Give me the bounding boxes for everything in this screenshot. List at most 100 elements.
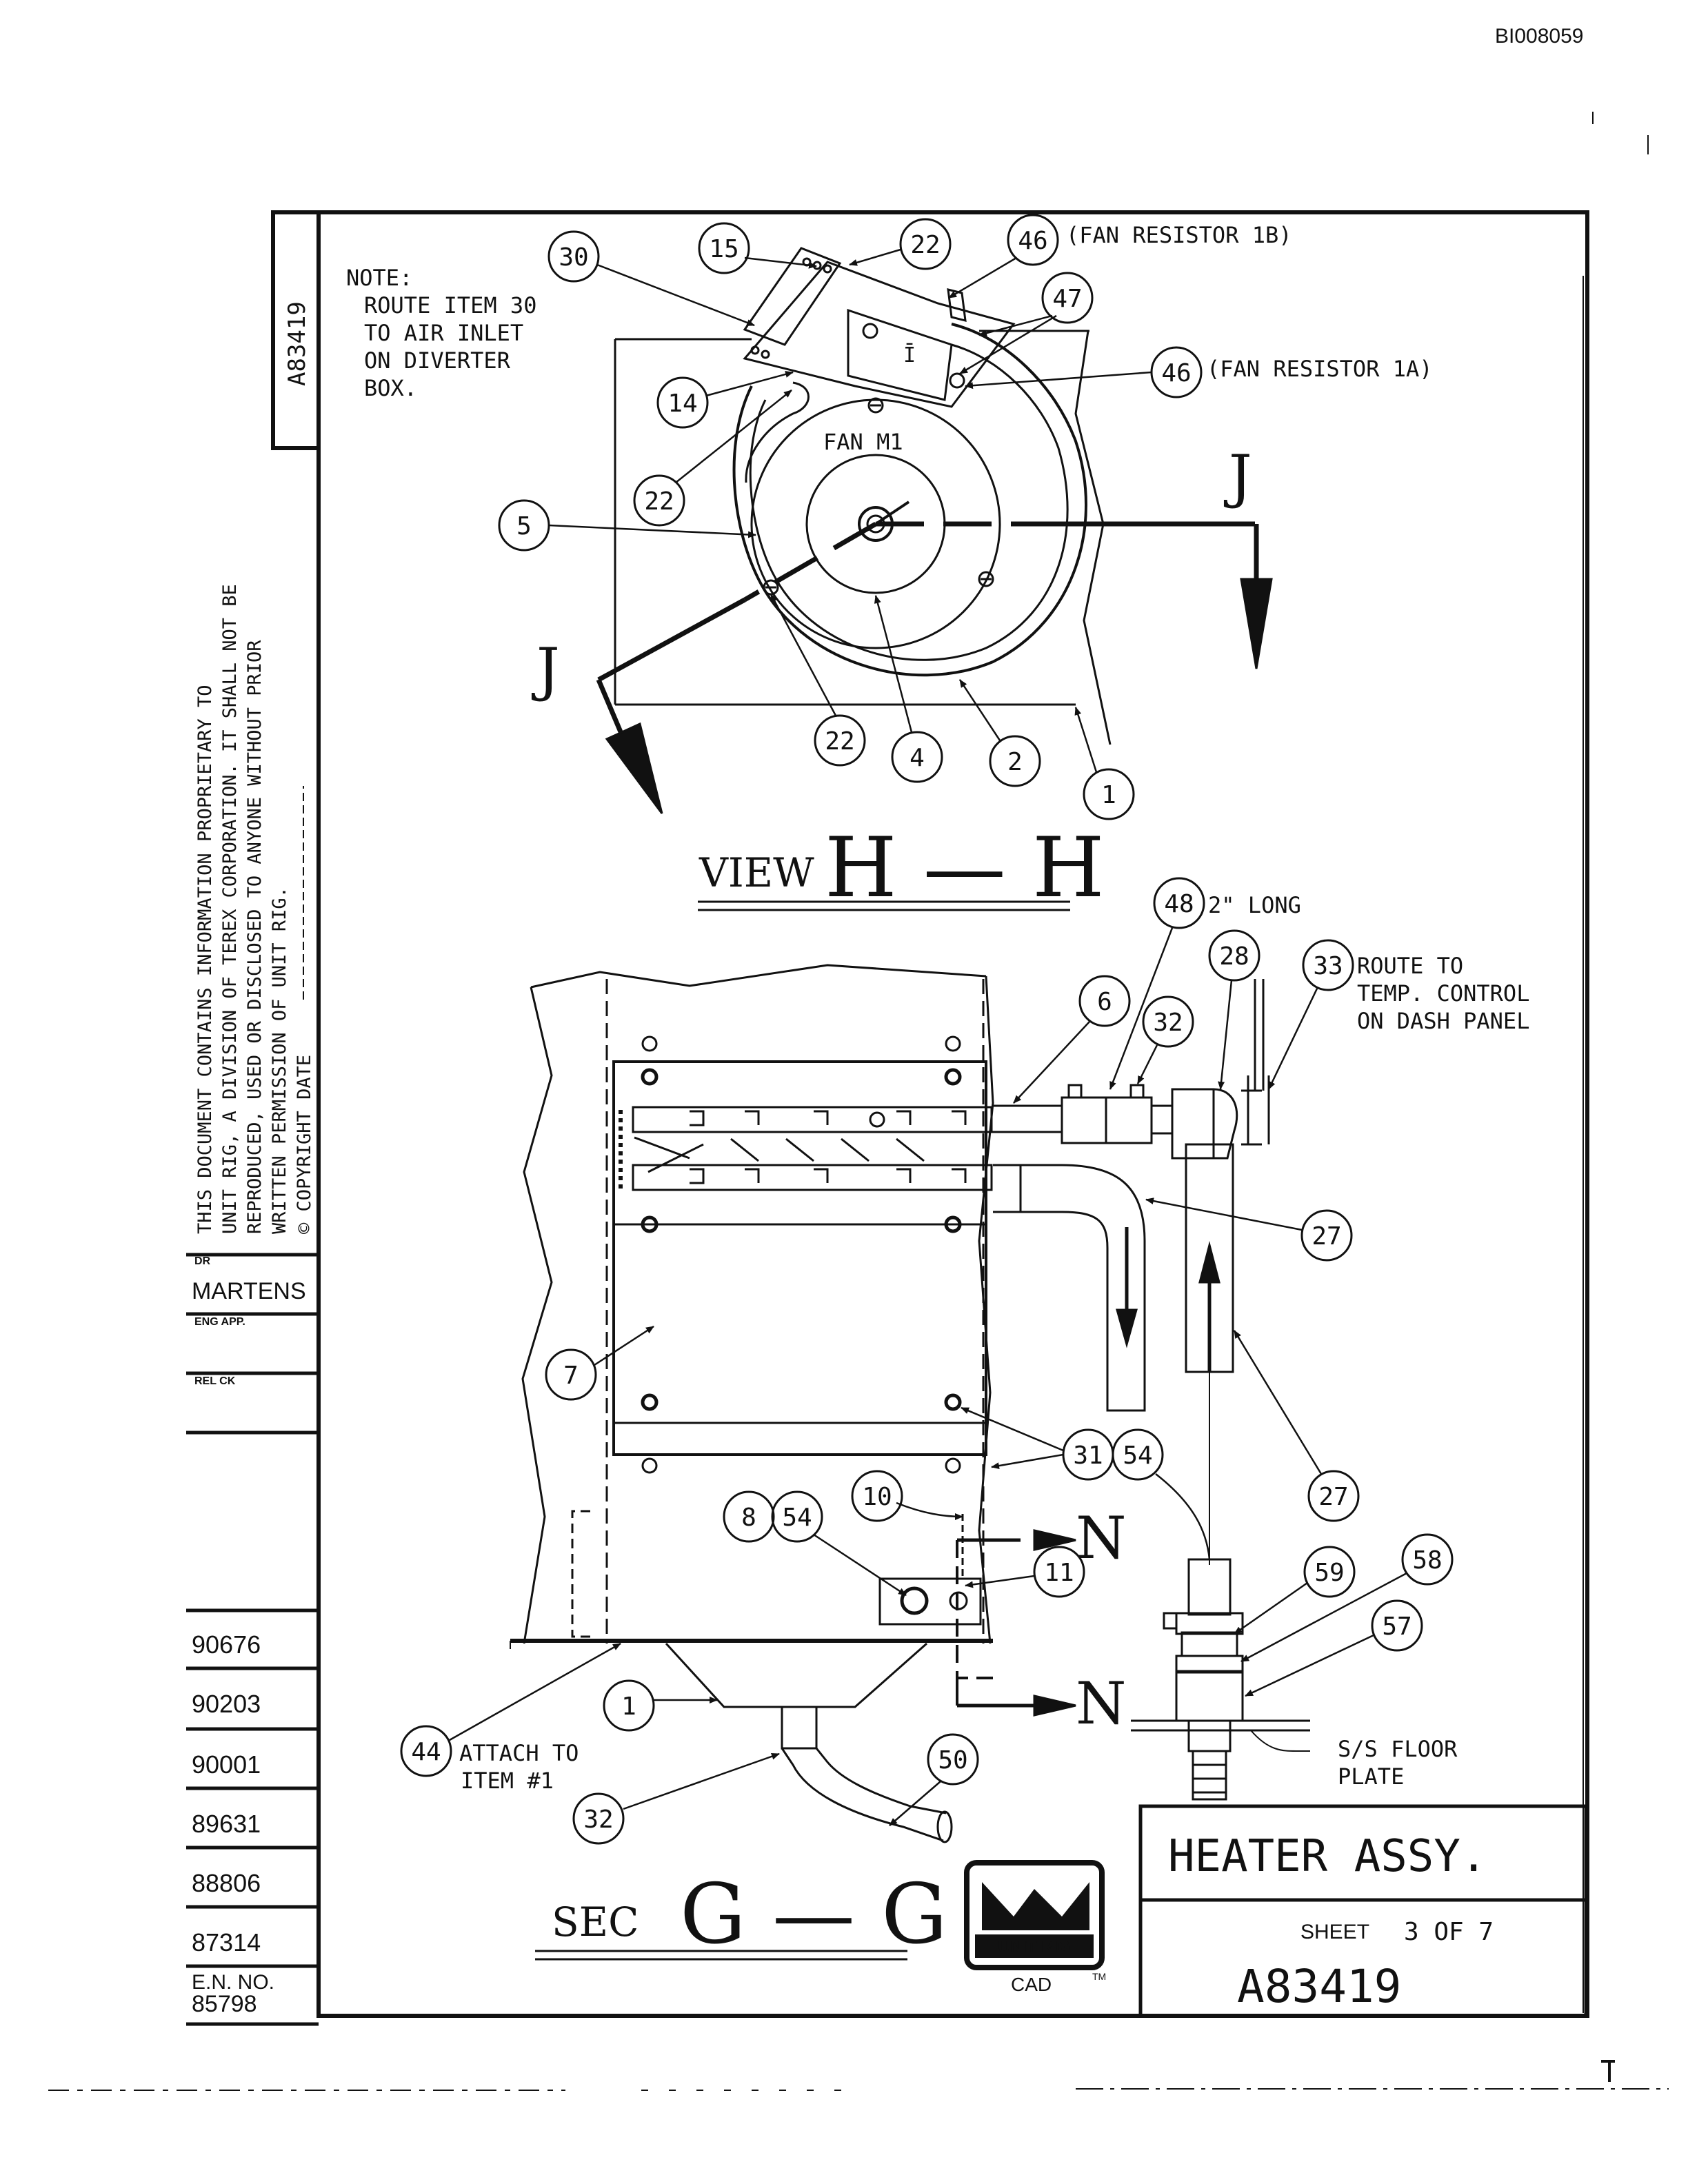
svg-text:NOTE:: NOTE: xyxy=(346,265,412,291)
svg-text:2: 2 xyxy=(1007,748,1023,776)
svg-text:ITEM #1: ITEM #1 xyxy=(461,1768,554,1794)
svg-text:ROUTE TO: ROUTE TO xyxy=(1357,953,1463,979)
fan-label: FAN M1 xyxy=(823,429,903,455)
sec-gg-leaders xyxy=(449,927,1407,1826)
eng-app-label: ENG APP. xyxy=(194,1316,245,1328)
section-letter-n-bottom: N xyxy=(1076,1670,1127,1737)
svg-text:27: 27 xyxy=(1318,1483,1348,1511)
fan-resistor-1b: (FAN RESISTOR 1B) xyxy=(1066,222,1292,248)
svg-text:ROUTE ITEM 30: ROUTE ITEM 30 xyxy=(364,292,536,318)
svg-text:59: 59 xyxy=(1314,1559,1344,1587)
view-hh-underline xyxy=(698,900,1070,911)
svg-text:50: 50 xyxy=(938,1746,967,1775)
svg-text:6: 6 xyxy=(1097,988,1112,1016)
svg-text:58: 58 xyxy=(1412,1546,1442,1575)
sec-gg-diagram xyxy=(510,964,1310,1843)
svg-text:TEMP. CONTROL: TEMP. CONTROL xyxy=(1357,980,1529,1007)
svg-text:47: 47 xyxy=(1052,285,1082,313)
svg-text:15: 15 xyxy=(709,235,738,263)
view-hh-title-prefix: VIEW xyxy=(699,849,814,896)
svg-text:THIS DOCUMENT CONTAINS INFORMA: THIS DOCUMENT CONTAINS INFORMATION PROPR… xyxy=(194,685,216,1234)
proprietary-note: THIS DOCUMENT CONTAINS INFORMATION PROPR… xyxy=(194,584,315,1234)
view-hh-diagram: Ī xyxy=(596,247,1273,814)
drawing-number-side: A83419 xyxy=(283,301,311,386)
svg-text:5: 5 xyxy=(516,512,532,540)
revision-block xyxy=(186,1253,319,2026)
svg-text:46: 46 xyxy=(1018,227,1047,255)
item48-note: 2" LONG xyxy=(1208,892,1301,918)
sheet-label: SHEET xyxy=(1300,1921,1369,1943)
svg-text:90001: 90001 xyxy=(192,1750,261,1779)
svg-text:22: 22 xyxy=(825,727,854,756)
svg-text:10: 10 xyxy=(862,1483,892,1511)
svg-text:54: 54 xyxy=(782,1504,812,1532)
svg-text:89631: 89631 xyxy=(192,1810,261,1838)
drawn-by: MARTENS xyxy=(192,1278,306,1304)
section-letter-j-right: J xyxy=(1223,443,1252,510)
item44-note: ATTACH TO ITEM #1 xyxy=(459,1740,579,1794)
svg-text:ON DASH PANEL: ON DASH PANEL xyxy=(1357,1008,1529,1034)
svg-text:88806: 88806 xyxy=(192,1869,261,1897)
svg-text:11: 11 xyxy=(1044,1559,1074,1587)
svg-text:UNIT RIG, A DIVISION OF TEREX: UNIT RIG, A DIVISION OF TEREX CORPORATIO… xyxy=(219,584,241,1234)
drawing-title: HEATER ASSY. xyxy=(1168,1831,1487,1882)
svg-text:27: 27 xyxy=(1312,1222,1341,1251)
trademark: TM xyxy=(1092,1971,1106,1982)
drawn-by-label: DR xyxy=(194,1255,211,1267)
svg-text:48: 48 xyxy=(1164,890,1194,918)
svg-text:BOX.: BOX. xyxy=(364,375,417,401)
svg-text:7: 7 xyxy=(563,1362,579,1390)
svg-text:S/S FLOOR: S/S FLOOR xyxy=(1338,1736,1458,1762)
svg-text:87314: 87314 xyxy=(192,1928,261,1957)
view-hh-balloons: 30 15 22 46 47 46 14 22 5 22 4 2 1 xyxy=(498,214,1203,820)
svg-text:1: 1 xyxy=(1101,781,1116,809)
svg-text:UNIT RIG: UNIT RIG xyxy=(998,1938,1070,1957)
svg-text:PLATE: PLATE xyxy=(1338,1763,1404,1790)
svg-text:8: 8 xyxy=(741,1504,756,1532)
rel-ck-label: REL CK xyxy=(194,1375,236,1387)
scan-artifacts xyxy=(48,112,1669,2091)
svg-text:90203: 90203 xyxy=(192,1690,261,1718)
drawing-number: A83419 xyxy=(1237,1960,1401,2013)
svg-text:32: 32 xyxy=(1153,1009,1183,1037)
view-hh-leaders xyxy=(548,248,1152,773)
svg-text:ON DIVERTER: ON DIVERTER xyxy=(364,347,511,374)
svg-text:REPRODUCED, USED OR DISCLOSED: REPRODUCED, USED OR DISCLOSED TO ANYONE … xyxy=(244,640,265,1234)
unit-rig-logo: UNIT RIG xyxy=(964,1860,1105,1970)
svg-text:4: 4 xyxy=(910,744,925,772)
svg-text:Ī: Ī xyxy=(903,343,916,367)
svg-text:44: 44 xyxy=(411,1738,441,1766)
svg-text:ATTACH TO: ATTACH TO xyxy=(459,1740,579,1766)
svg-text:© COPYRIGHT DATE: © COPYRIGHT DATE xyxy=(294,1055,315,1234)
svg-text:22: 22 xyxy=(910,231,940,259)
sec-gg-balloons: 48 28 33 6 32 27 7 31 54 27 8 54 10 11 5… xyxy=(400,877,1454,1845)
svg-text:32: 32 xyxy=(583,1806,613,1834)
sec-gg-underline xyxy=(535,1950,907,1961)
revision-numbers: 90676 90203 90001 89631 88806 87314 xyxy=(192,1630,261,1957)
en-no-label: E.N. NO. xyxy=(192,1971,274,1994)
svg-text:1: 1 xyxy=(621,1692,636,1721)
document-id: BI008059 xyxy=(1495,25,1583,48)
section-letter-n-top: N xyxy=(1076,1504,1127,1572)
logo-sub: CAD xyxy=(1011,1974,1052,1995)
floor-plate-note: S/S FLOOR PLATE xyxy=(1338,1736,1458,1790)
svg-text:WRITTEN PERMISSION OF UNIT RIG: WRITTEN PERMISSION OF UNIT RIG. xyxy=(269,887,290,1234)
sheet-number: 3 OF 7 xyxy=(1404,1918,1494,1946)
svg-text:90676: 90676 xyxy=(192,1630,261,1659)
view-hh-note: NOTE: ROUTE ITEM 30 TO AIR INLET ON DIVE… xyxy=(346,265,536,401)
svg-text:28: 28 xyxy=(1219,942,1249,971)
svg-text:14: 14 xyxy=(667,390,697,418)
svg-text:22: 22 xyxy=(644,487,674,516)
sec-gg-title: G — G xyxy=(680,1867,947,1963)
svg-text:TO AIR INLET: TO AIR INLET xyxy=(364,320,523,346)
sec-gg-title-prefix: SEC xyxy=(552,1899,639,1945)
svg-text:30: 30 xyxy=(559,243,588,272)
fan-resistor-1a: (FAN RESISTOR 1A) xyxy=(1207,356,1433,382)
svg-text:54: 54 xyxy=(1123,1442,1152,1470)
drawing-border xyxy=(271,210,1589,2018)
svg-text:31: 31 xyxy=(1073,1442,1103,1470)
en-no: 85798 xyxy=(192,1991,257,2017)
title-block xyxy=(1138,1804,1588,2018)
section-letter-j-left: J xyxy=(531,636,560,703)
